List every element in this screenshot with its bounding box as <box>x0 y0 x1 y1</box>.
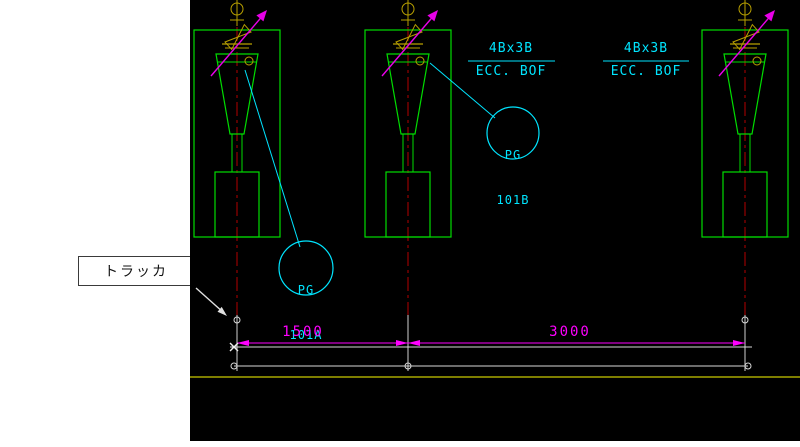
dim-arrow-mid-left <box>396 340 408 346</box>
callout-label: トラッカ <box>104 264 168 280</box>
pump-unit-2 <box>364 0 452 317</box>
dim-arrow-mid-right <box>408 340 420 346</box>
pump-unit-3 <box>701 0 789 317</box>
dim-arrow-right <box>733 340 745 346</box>
balloon-pg101b <box>486 106 540 160</box>
callout-arrow-head <box>217 306 227 316</box>
leader-pg101b <box>429 62 496 119</box>
pump-unit-1 <box>193 0 281 317</box>
callout-arrow-line <box>195 287 225 314</box>
balloon-pg101a <box>278 240 334 296</box>
grip-circles <box>230 316 752 370</box>
cad-geometry <box>190 0 800 378</box>
cad-drawing-canvas[interactable]: 4Bx3B ECC. BOF 4Bx3B ECC. BOF PG 101A PG… <box>190 0 800 441</box>
dim-arrow-left <box>237 340 249 346</box>
tracking-point-x-marker <box>229 342 239 352</box>
leader-pg101a <box>244 69 301 248</box>
callout-box: トラッカ <box>78 256 194 286</box>
